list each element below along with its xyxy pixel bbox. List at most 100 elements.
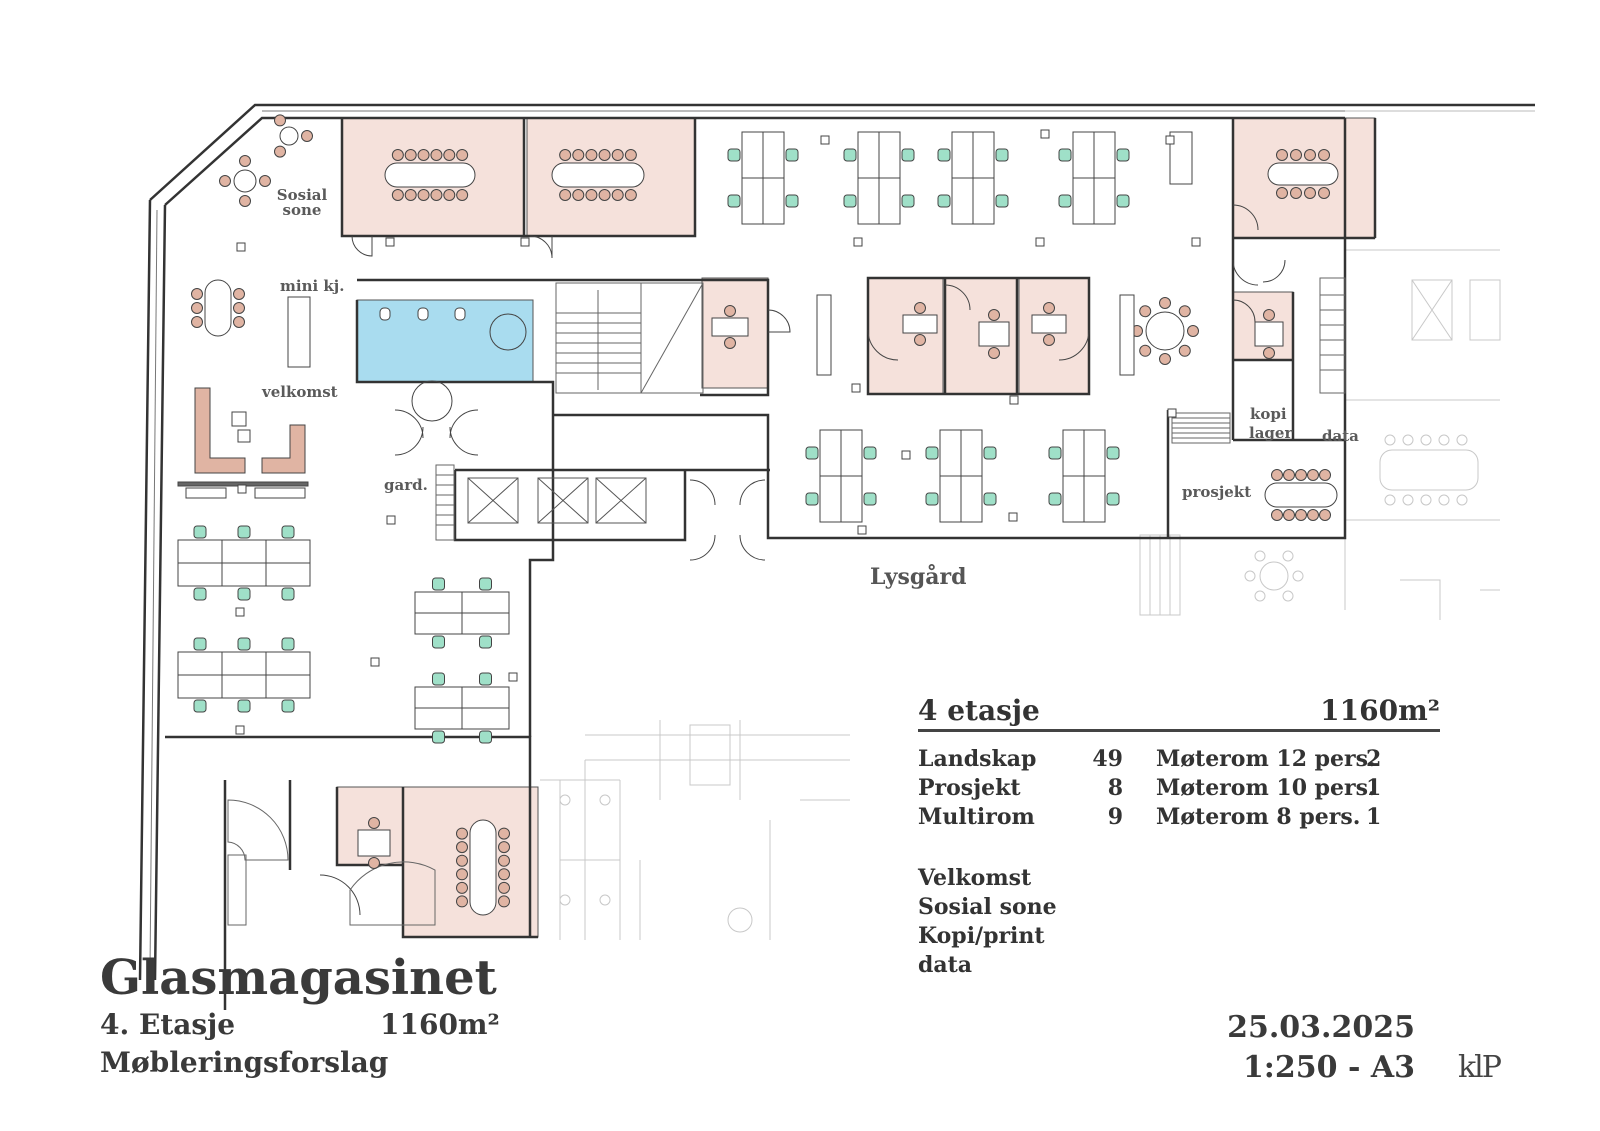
chair: [191, 316, 203, 328]
chair: [1271, 469, 1283, 481]
chair: [498, 881, 510, 894]
round-table: [279, 126, 299, 146]
company-logo: klP: [1458, 1050, 1502, 1085]
wc-turning-circle: [489, 313, 527, 351]
label-lysgard: Lysgård: [870, 564, 966, 590]
stat-row: Prosjekt 8 Møterom 10 pers. 1: [918, 775, 1440, 803]
chair: [456, 827, 468, 840]
label-gard: gard.: [384, 476, 428, 494]
chair: [624, 189, 637, 201]
column: [1035, 237, 1045, 247]
office-chair: [995, 148, 1009, 162]
meeting-table: [384, 162, 476, 188]
neighbor-buildings: [540, 120, 1501, 940]
office-chair: [479, 672, 492, 686]
toilet: [454, 307, 466, 321]
office-chair: [193, 637, 207, 651]
meeting-table: [1267, 162, 1339, 186]
office-chair: [843, 194, 857, 208]
storage-unit: [816, 294, 832, 376]
office-chair: [983, 446, 997, 460]
chair: [1319, 509, 1331, 521]
floor-name: 4. Etasje: [100, 1008, 236, 1041]
office-chair: [432, 577, 445, 591]
office-chair: [863, 492, 877, 506]
chair: [611, 189, 624, 201]
stat-row: Landskap 49 Møterom 12 pers. 2: [918, 746, 1440, 774]
office-chair: [1058, 194, 1072, 208]
chair: [1178, 305, 1191, 318]
chair: [1304, 187, 1316, 199]
chair: [456, 868, 468, 881]
stairs: [227, 277, 1346, 926]
small-table: [711, 317, 749, 337]
chair: [239, 155, 251, 167]
office-chair: [193, 587, 207, 601]
chair: [233, 302, 245, 314]
office-chair: [237, 637, 251, 651]
chair: [443, 189, 456, 201]
chair: [1290, 149, 1302, 161]
label-sosial-1: Sosial: [277, 186, 328, 204]
chair: [1263, 347, 1275, 359]
chair: [259, 175, 271, 187]
chair: [611, 149, 624, 161]
chair: [1290, 187, 1302, 199]
chair: [1318, 149, 1330, 161]
office-chair: [925, 446, 939, 460]
office-chair: [237, 699, 251, 713]
small-table: [1254, 321, 1284, 347]
chair: [456, 149, 469, 161]
drawing-scale: 1:250 - A3: [1242, 1050, 1415, 1085]
office-chair: [432, 635, 445, 649]
column: [1009, 395, 1019, 405]
chair: [219, 175, 231, 187]
chair: [368, 817, 380, 829]
office-chair: [432, 730, 445, 744]
chair: [417, 189, 430, 201]
stat-label: Prosjekt: [918, 775, 1021, 801]
doors: [319, 204, 1286, 916]
chair: [456, 841, 468, 854]
column: [1167, 408, 1177, 418]
summary-floor: 4 etasje: [918, 694, 1040, 727]
feature-item: Velkomst: [918, 865, 1032, 891]
chair: [391, 149, 404, 161]
meeting-table: [551, 162, 645, 188]
small-table: [1031, 314, 1067, 334]
office-chair: [1116, 194, 1130, 208]
office-chair: [281, 525, 295, 539]
stat-row: Multirom 9 Møterom 8 pers. 1: [918, 804, 1440, 832]
title-block: Glasmagasinet 4. Etasje 1160m² Møblering…: [100, 950, 520, 1082]
side-table: [237, 429, 251, 443]
office-chair: [727, 194, 741, 208]
column: [236, 242, 246, 252]
office-chair: [727, 148, 741, 162]
column: [237, 484, 247, 494]
chair: [1318, 187, 1330, 199]
chair: [498, 854, 510, 867]
stat-value: 49: [1092, 746, 1123, 772]
chair: [559, 149, 572, 161]
area-summary: 4 etasje 1160m² Landskap 49 Møterom 12 p…: [918, 694, 1440, 980]
stat-label: Multirom: [918, 804, 1035, 830]
chair: [1139, 344, 1152, 357]
office-chair: [937, 148, 951, 162]
column: [520, 237, 530, 247]
chair: [1295, 469, 1307, 481]
office-chair: [1058, 148, 1072, 162]
chair: [1276, 187, 1288, 199]
chair: [914, 334, 926, 346]
project-title: Glasmagasinet: [100, 950, 497, 1006]
chair: [1043, 334, 1055, 346]
chair: [988, 309, 1000, 321]
chair: [191, 288, 203, 300]
office-chair: [193, 525, 207, 539]
summary-area: 1160m²: [1320, 694, 1440, 727]
column: [370, 657, 380, 667]
room-labels: Sosial sone mini kj. velkomst gard. kopi…: [261, 186, 1359, 590]
column: [386, 515, 396, 525]
chair: [624, 149, 637, 161]
office-chair: [479, 577, 492, 591]
